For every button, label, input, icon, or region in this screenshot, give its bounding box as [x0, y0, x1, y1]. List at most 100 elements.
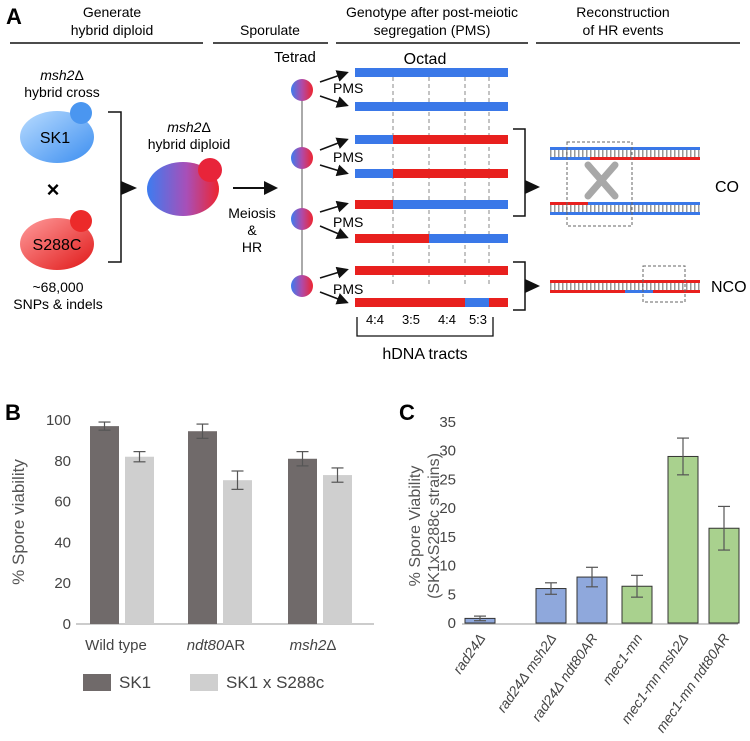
nco-highlight-box	[642, 265, 686, 303]
c-xlabel-0: rad24Δ	[449, 631, 488, 677]
ratio-label-1: 4:4	[366, 312, 384, 327]
cross-title: msh2Δ	[40, 67, 84, 83]
sk1-cell: SK1	[20, 102, 94, 163]
b-error-bar-1-1	[231, 470, 244, 490]
b-ytick-label: 0	[63, 616, 71, 633]
pms-label-3: PMS	[333, 214, 363, 230]
header-reconstruction: Reconstruction	[576, 4, 669, 20]
b-xlabel-wild-type: Wild type	[85, 637, 147, 654]
chromatid-3a	[355, 135, 393, 144]
pms-label-2: PMS	[333, 149, 363, 165]
cross-subtitle: hybrid cross	[24, 84, 99, 100]
chromatid-7	[355, 266, 508, 275]
header-hybrid-diploid: hybrid diploid	[71, 22, 154, 38]
b-bar-sk1-2	[288, 458, 317, 624]
diploid-cell	[147, 158, 222, 216]
b-y-axis: 0 20 40 60 80 100	[46, 412, 71, 633]
pms-label-4: PMS	[333, 281, 363, 297]
panel-b-label: B	[5, 400, 21, 425]
spore-4	[291, 275, 313, 297]
b-ytick-label: 40	[54, 534, 71, 551]
spore-3	[291, 208, 313, 230]
c-ylabel-line2: (SK1xS288c strains)	[426, 453, 443, 599]
header-sporulate: Sporulate	[240, 22, 300, 38]
nco-bracket	[513, 261, 526, 311]
b-error-bar-1-2	[331, 467, 344, 483]
b-xlabel-msh2: msh2Δ	[290, 637, 337, 654]
meiosis-amp: &	[247, 222, 257, 238]
chromatid-4a	[355, 169, 393, 178]
panel-c-label: C	[399, 400, 415, 425]
hdna-bracket	[356, 317, 494, 337]
c-ytick-label: 25	[439, 471, 456, 488]
b-legend-swatch-hybrid	[190, 674, 218, 691]
b-ytick-label: 100	[46, 412, 71, 429]
b-bar-sk1-0	[90, 426, 119, 624]
co-arrow-icon	[525, 180, 540, 194]
header-hr-events: of HR events	[583, 22, 664, 38]
c-ylabel-line1: % Spore Viability	[407, 466, 424, 587]
snps-count: ~68,000	[33, 279, 84, 295]
c-xlabel-5: mec1-mn ndt80AR	[652, 631, 732, 736]
c-bar-4	[667, 455, 699, 624]
meiosis-label: Meiosis	[228, 205, 275, 221]
c-error-bar-3	[631, 574, 643, 598]
s288c-label: S288C	[33, 237, 82, 254]
cross-symbol: ×	[47, 177, 60, 202]
b-error-bar-0-0	[98, 421, 111, 431]
cross-bracket	[108, 111, 122, 263]
b-ytick-label: 60	[54, 494, 71, 511]
header-pms: segregation (PMS)	[374, 22, 491, 38]
b-ytick-label: 80	[54, 453, 71, 470]
b-legend-label-sk1: SK1	[119, 673, 151, 692]
b-ylabel: % Spore viability	[9, 459, 28, 585]
tetrad-spores	[291, 79, 313, 297]
b-bar-hybrid-2	[323, 475, 352, 624]
tetrad-label: Tetrad	[274, 49, 316, 66]
spore-1	[291, 79, 313, 101]
chromatid-1	[355, 68, 508, 77]
panel-b: B % Spore viability 0 20 40 60 80 100 Wild ty…	[5, 400, 374, 692]
chromatid-5a	[355, 200, 393, 209]
nco-arrow-icon	[525, 279, 540, 293]
c-error-bar-0	[474, 615, 486, 622]
panel-a: A Generate hybrid diploid Sporulate Geno…	[6, 4, 747, 363]
panel-a-label: A	[6, 4, 22, 29]
diploid-subtitle: hybrid diploid	[148, 136, 231, 152]
co-highlight-box	[566, 141, 633, 227]
b-error-bar-0-2	[296, 451, 309, 467]
c-ytick-label: 0	[448, 615, 456, 632]
c-bars	[464, 437, 740, 624]
chromatid-2	[355, 102, 508, 111]
ratio-label-4: 5:3	[469, 312, 487, 327]
c-error-bar-4	[677, 437, 689, 476]
c-error-bar-5	[718, 505, 730, 551]
meiosis-hr: HR	[242, 239, 262, 255]
s288c-cell: S288C	[20, 210, 94, 270]
b-legend-label-hybrid: SK1 x S288c	[226, 673, 325, 692]
c-xlabel-3: mec1-mn	[599, 630, 646, 687]
chromatid-6a	[355, 234, 429, 243]
hdna-label: hDNA tracts	[382, 346, 467, 363]
c-ytick-label: 5	[448, 586, 456, 603]
chromatid-4b	[393, 169, 508, 178]
chromatid-5b	[393, 200, 508, 209]
cross-arrow-icon	[121, 181, 137, 195]
spore-2	[291, 147, 313, 169]
b-bars	[90, 421, 352, 624]
b-ytick-label: 20	[54, 575, 71, 592]
b-xlabel-ndt80ar: ndt80AR	[187, 637, 246, 654]
ratio-label-2: 3:5	[402, 312, 420, 327]
chromatid-8b	[465, 298, 489, 307]
pms-label-1: PMS	[333, 80, 363, 96]
b-error-bar-0-1	[196, 423, 209, 439]
chromatid-3b	[393, 135, 508, 144]
ratio-label-3: 4:4	[438, 312, 456, 327]
chromatid-8a	[355, 298, 465, 307]
b-bar-sk1-1	[188, 431, 217, 624]
c-error-bar-2	[586, 566, 598, 588]
chromatid-6b	[429, 234, 508, 243]
